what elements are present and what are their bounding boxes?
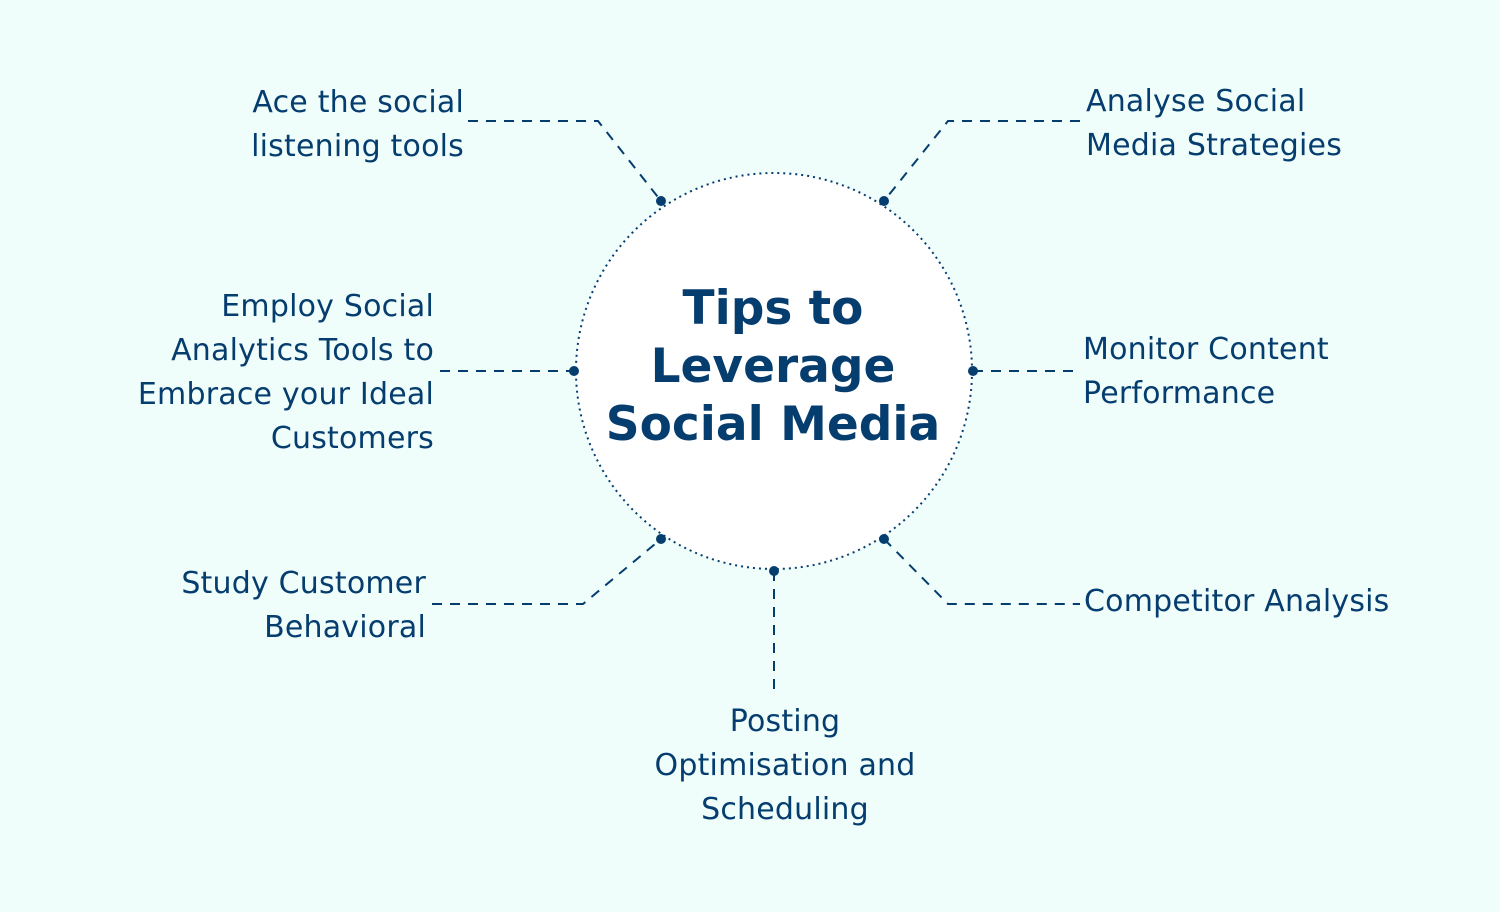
tip-line: Ace the social (252, 85, 464, 120)
connector-dot-competitor (879, 534, 889, 544)
tip-study-customer-behavioral: Study Customer Behavioral (181, 562, 426, 650)
tip-line: Customers (270, 421, 434, 456)
tip-line: Behavioral (264, 610, 426, 645)
connector-dot-analyse (879, 196, 889, 206)
tip-analyse-strategies: Analyse Social Media Strategies (1086, 80, 1342, 168)
tip-competitor-analysis: Competitor Analysis (1084, 580, 1390, 624)
connector-dot-employ (569, 366, 579, 376)
tip-line: Performance (1083, 376, 1276, 411)
connector-study (432, 538, 662, 605)
tip-ace-social-listening: Ace the social listening tools (251, 81, 464, 169)
tip-line: Analyse Social (1086, 84, 1306, 119)
center-title: Tips to Leverage Social Media (603, 280, 943, 454)
center-title-line: Tips to (682, 281, 864, 336)
tip-employ-analytics-tools: Employ Social Analytics Tools to Embrace… (138, 285, 434, 461)
tip-line: Competitor Analysis (1084, 584, 1390, 619)
tip-line: Analytics Tools to (171, 333, 434, 368)
tip-line: Media Strategies (1086, 128, 1343, 163)
connector-ace (468, 120, 662, 202)
tip-line: Embrace your Ideal (137, 377, 434, 412)
connector-dot-ace (656, 196, 666, 206)
tip-line: Posting (729, 704, 841, 739)
tip-line: listening tools (251, 129, 464, 164)
connector-dot-study (656, 534, 666, 544)
connector-dot-posting (769, 566, 779, 576)
tip-line: Employ Social (221, 289, 434, 324)
center-title-line: Leverage (650, 339, 896, 394)
connector-competitor (883, 538, 1080, 605)
tip-line: Monitor Content (1083, 332, 1329, 367)
connector-analyse (883, 120, 1080, 202)
tip-monitor-content: Monitor Content Performance (1083, 328, 1329, 416)
tip-posting-optimisation: Posting Optimisation and Scheduling (585, 700, 985, 832)
center-title-line: Social Media (605, 397, 941, 452)
tip-line: Study Customer (181, 566, 426, 601)
tip-line: Optimisation and (654, 748, 916, 783)
connector-dot-monitor (968, 366, 978, 376)
tip-line: Scheduling (701, 792, 869, 827)
